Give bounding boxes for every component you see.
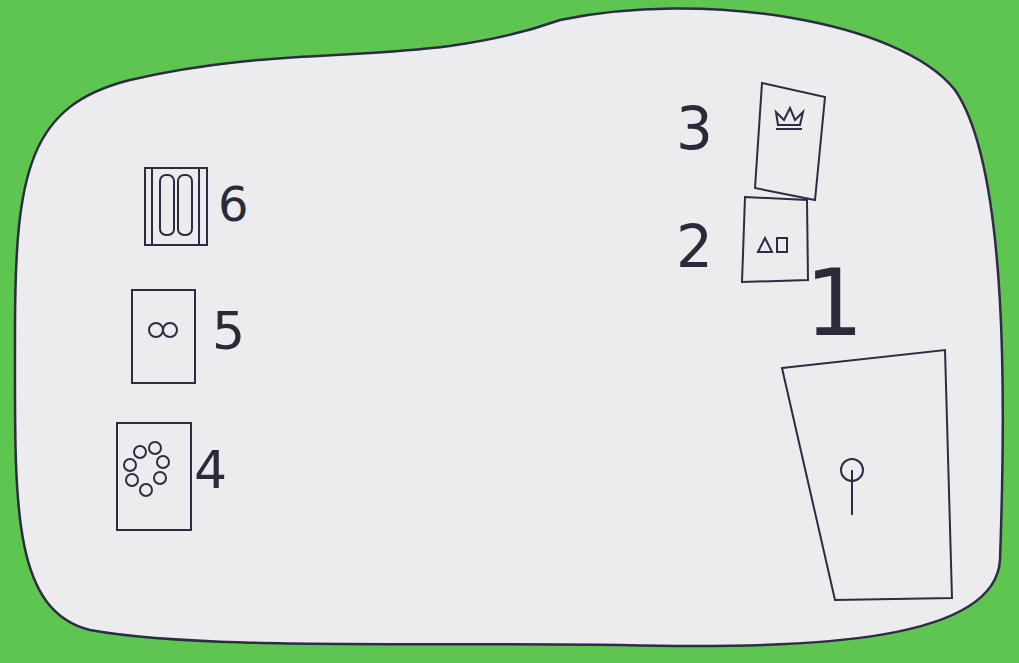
room-outline bbox=[15, 8, 1003, 646]
callout-number: 4 bbox=[194, 444, 227, 496]
callout-number: 1 bbox=[805, 258, 864, 350]
box-three bbox=[755, 83, 825, 200]
box-two bbox=[742, 197, 808, 282]
box-four bbox=[117, 423, 191, 530]
box-one bbox=[782, 350, 952, 600]
callout-number: 6 bbox=[218, 180, 249, 228]
callout-number: 2 bbox=[676, 218, 713, 276]
box-five bbox=[132, 290, 195, 383]
callout-number: 5 bbox=[212, 305, 245, 357]
callout-number: 3 bbox=[676, 100, 713, 158]
box-six bbox=[145, 168, 207, 245]
